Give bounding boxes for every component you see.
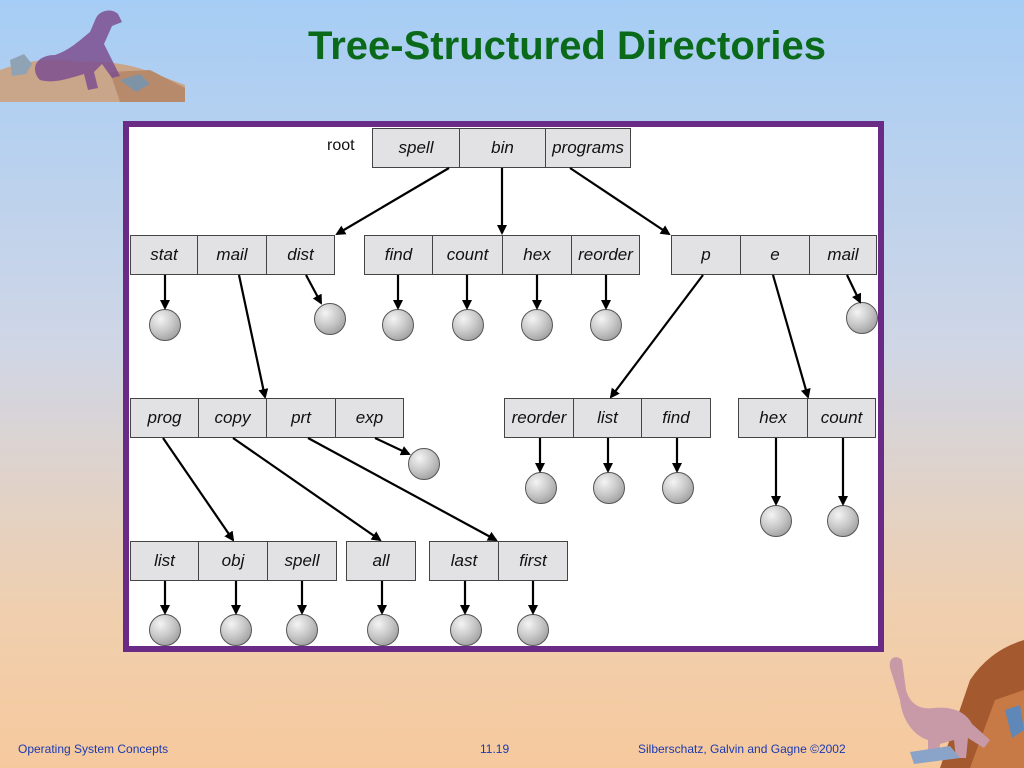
dir-entry-hex: hex [502, 235, 572, 275]
file-node [314, 303, 346, 335]
file-node [525, 472, 557, 504]
file-node [517, 614, 549, 646]
dir-entry-obj: obj [198, 541, 268, 581]
dir-entry-reorder-2: reorder [504, 398, 574, 438]
dir-entry-p: p [671, 235, 741, 275]
dir-entry-programs: programs [545, 128, 631, 168]
dir-entry-count-2: count [807, 398, 876, 438]
footer-slide-number: 11.19 [480, 742, 510, 756]
file-node [760, 505, 792, 537]
file-node [149, 309, 181, 341]
file-node [521, 309, 553, 341]
dir-entry-count: count [432, 235, 503, 275]
footer-copyright: Silberschatz, Galvin and Gagne ©2002 [638, 742, 846, 756]
slide-title: Tree-Structured Directories [308, 24, 826, 68]
dir-entry-spell: spell [372, 128, 460, 168]
dir-entry-stat: stat [130, 235, 198, 275]
dir-entry-find: find [364, 235, 433, 275]
dir-entry-last: last [429, 541, 499, 581]
dinosaur-logo-bottom-right [889, 640, 1024, 768]
file-node [450, 614, 482, 646]
file-node [662, 472, 694, 504]
dir-entry-mail: mail [197, 235, 267, 275]
file-node [408, 448, 440, 480]
dir-entry-reorder: reorder [571, 235, 640, 275]
dinosaur-logo-top-left [0, 10, 185, 102]
file-node [827, 505, 859, 537]
dir-entry-exp: exp [335, 398, 404, 438]
dir-entry-prt: prt [266, 398, 336, 438]
dir-entry-hex-2: hex [738, 398, 808, 438]
dir-entry-bin: bin [459, 128, 546, 168]
dir-entry-all: all [346, 541, 416, 581]
dir-entry-mail-2: mail [809, 235, 877, 275]
dir-entry-dist: dist [266, 235, 335, 275]
dir-entry-list: list [573, 398, 642, 438]
dir-entry-first: first [498, 541, 568, 581]
file-node [220, 614, 252, 646]
file-node [846, 302, 878, 334]
dir-entry-e: e [740, 235, 810, 275]
dir-entry-prog: prog [130, 398, 199, 438]
file-node [286, 614, 318, 646]
root-label: root [327, 137, 355, 154]
file-node [590, 309, 622, 341]
file-node [367, 614, 399, 646]
dir-entry-find-2: find [641, 398, 711, 438]
dir-entry-spell-2: spell [267, 541, 337, 581]
file-node [382, 309, 414, 341]
file-node [452, 309, 484, 341]
dir-entry-list-2: list [130, 541, 199, 581]
footer-course-name: Operating System Concepts [18, 742, 169, 756]
dir-entry-copy: copy [198, 398, 267, 438]
file-node [149, 614, 181, 646]
file-node [593, 472, 625, 504]
